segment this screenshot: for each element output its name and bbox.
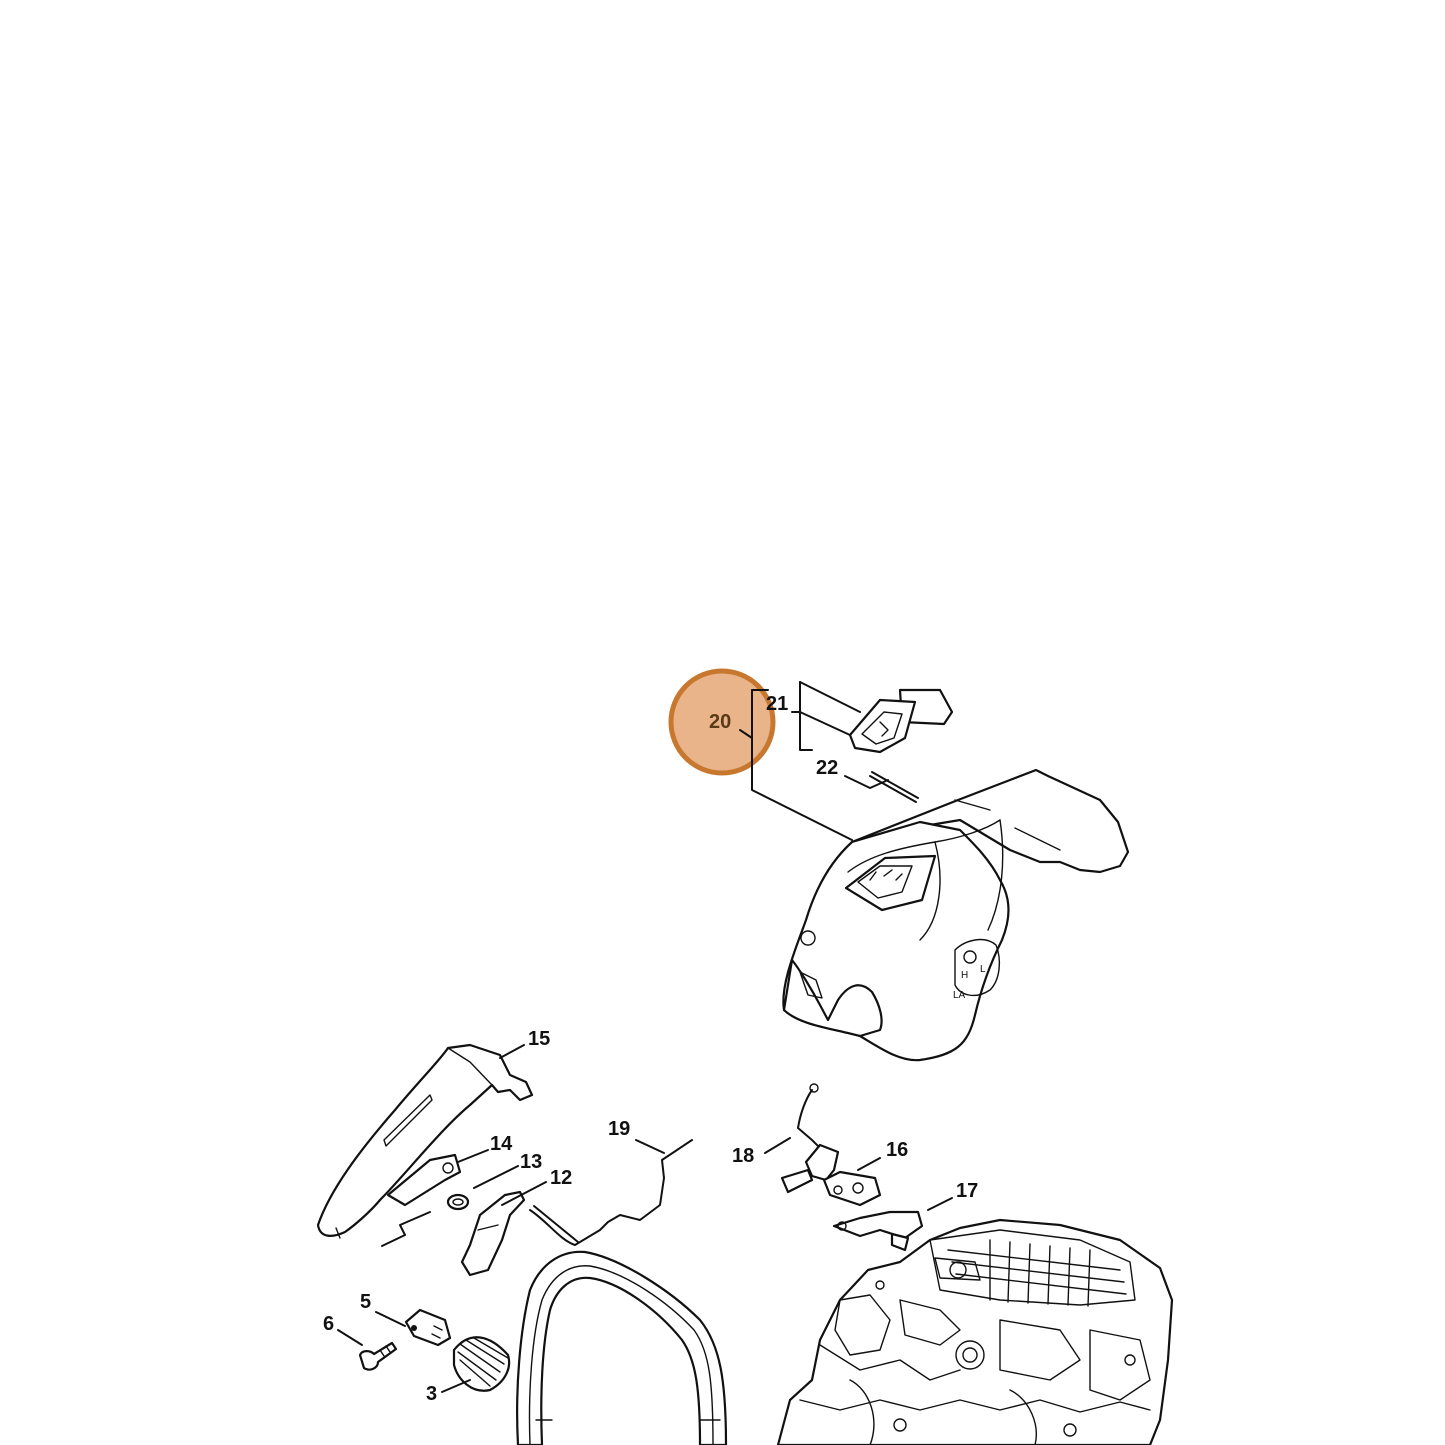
throttle-trigger-part[interactable] xyxy=(460,1190,526,1277)
leader-lines-handle xyxy=(381,1044,547,1247)
callout-20[interactable]: 20 xyxy=(709,711,731,733)
callout-22[interactable]: 22 xyxy=(816,757,838,779)
callout-21[interactable]: 21 xyxy=(766,693,788,715)
callout-15[interactable]: 15 xyxy=(528,1028,550,1050)
callout-labels: 20 21 22 15 14 13 12 19 18 16 17 5 6 3 xyxy=(323,693,978,1405)
cover-marking-la: LA xyxy=(953,990,966,1001)
callout-12[interactable]: 12 xyxy=(550,1167,572,1189)
pin-part[interactable] xyxy=(869,771,919,803)
top-cover-part[interactable]: H L LA xyxy=(782,768,1130,1062)
lever-17-part[interactable] xyxy=(832,1210,924,1252)
callout-5[interactable]: 5 xyxy=(360,1291,371,1313)
throttle-rod-part[interactable] xyxy=(529,1139,693,1246)
leader-lines-adjuster xyxy=(337,1311,471,1393)
cover-marking-l: L xyxy=(980,964,986,975)
callout-13[interactable]: 13 xyxy=(520,1151,542,1173)
screw-part[interactable] xyxy=(358,1341,398,1371)
lockout-lever-part[interactable] xyxy=(386,1153,462,1207)
engine-housing xyxy=(776,1218,1174,1445)
handlebar-part[interactable] xyxy=(516,1250,728,1445)
callout-19[interactable]: 19 xyxy=(608,1118,630,1140)
control-lever-part[interactable] xyxy=(780,1143,882,1207)
torsion-spring-part[interactable] xyxy=(446,1193,470,1211)
slider-knob-part[interactable] xyxy=(848,688,954,754)
callout-3[interactable]: 3 xyxy=(426,1383,437,1405)
callout-16[interactable]: 16 xyxy=(886,1139,908,1161)
highlight-marker[interactable] xyxy=(668,668,776,776)
leader-lines-controls xyxy=(635,1137,953,1211)
callout-18[interactable]: 18 xyxy=(732,1145,754,1167)
cover-marking-h: H xyxy=(961,970,968,981)
callout-6[interactable]: 6 xyxy=(323,1313,334,1335)
leader-lines-cover xyxy=(739,681,889,841)
bushing-part[interactable] xyxy=(404,1308,452,1347)
callout-17[interactable]: 17 xyxy=(956,1180,978,1202)
rear-handle-part[interactable] xyxy=(316,1043,534,1239)
callout-14[interactable]: 14 xyxy=(490,1133,513,1155)
choke-rod-part[interactable] xyxy=(797,1083,821,1149)
